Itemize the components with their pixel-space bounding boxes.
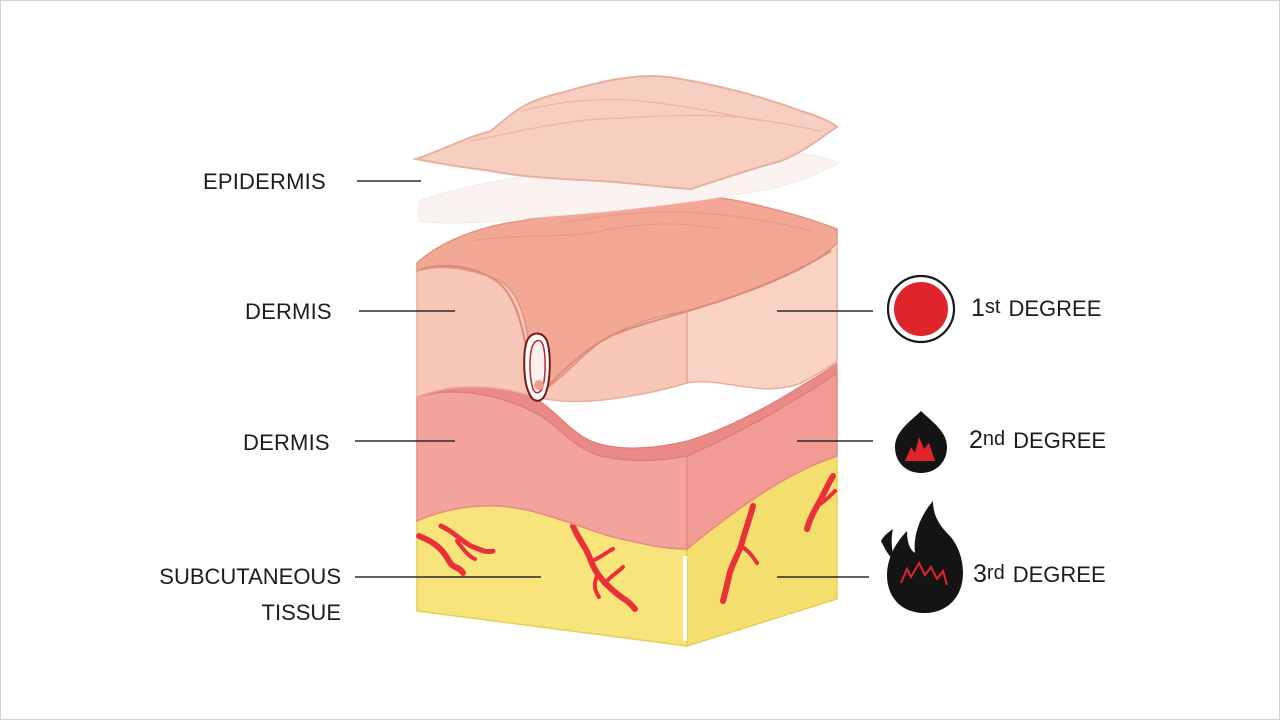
second-degree-label: 2nd DEGREE (969, 426, 1106, 455)
upper-dermis-layer (416, 193, 838, 403)
red-circle-icon (886, 274, 956, 344)
first-degree-ordinal: 1st (971, 294, 1001, 322)
subcutaneous-label-line1: SUBCUTANEOUS (159, 564, 341, 589)
lower-dermis-label: DERMIS (243, 430, 330, 455)
third-degree-word: DEGREE (1012, 562, 1106, 587)
first-degree-label: 1st DEGREE (971, 294, 1101, 323)
second-degree-ordinal: 2nd (969, 426, 1006, 454)
epidermis-label: EPIDERMIS (203, 169, 326, 194)
second-degree-word: DEGREE (1013, 428, 1107, 453)
third-degree-ordinal: 3rd (973, 560, 1005, 588)
subcutaneous-label: SUBCUTANEOUS TISSUE (129, 559, 341, 631)
flame-drop-icon (895, 411, 947, 473)
subcutaneous-label-line2: TISSUE (261, 600, 341, 625)
hair-follicle (523, 332, 551, 402)
first-degree-word: DEGREE (1008, 296, 1102, 321)
epidermis-layer (412, 75, 841, 224)
subcutaneous-layer (416, 454, 838, 648)
lower-dermis-layer (416, 362, 838, 551)
third-degree-label: 3rd DEGREE (973, 560, 1106, 589)
upper-dermis-label: DERMIS (245, 299, 332, 324)
black-flame-icon (881, 501, 963, 613)
leader-lines (355, 180, 873, 578)
